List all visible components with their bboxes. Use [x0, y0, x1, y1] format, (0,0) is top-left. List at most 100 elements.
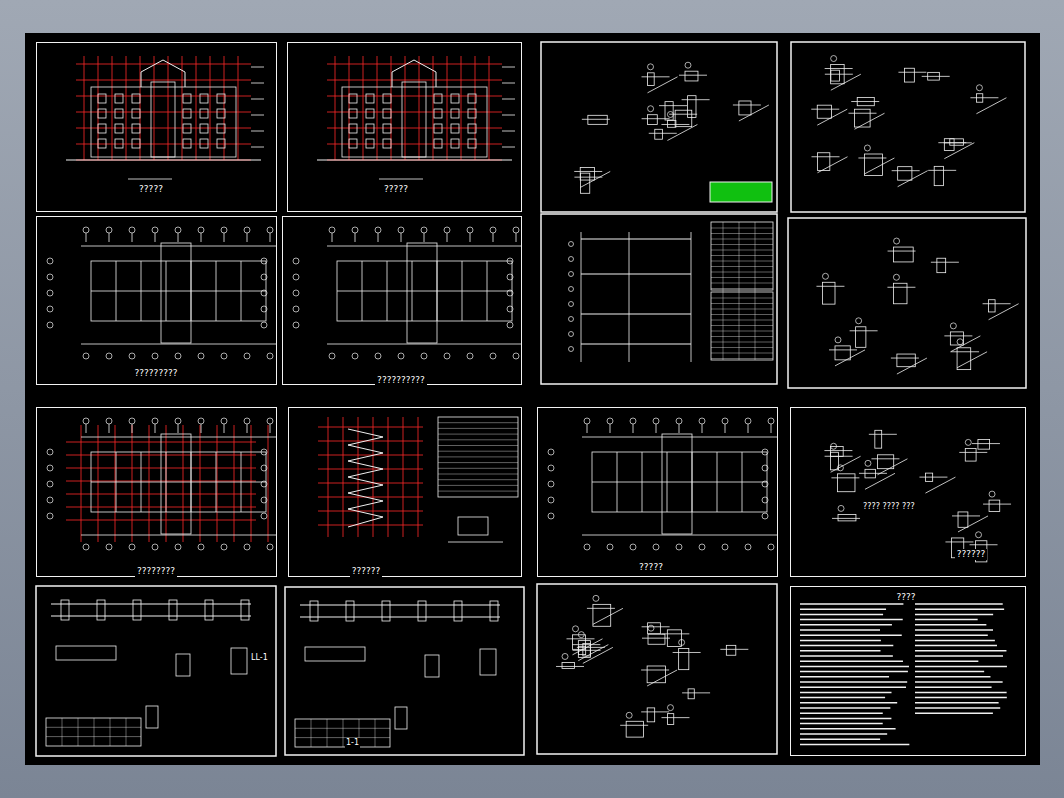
cad-line — [516, 233, 517, 242]
cad-circle — [267, 227, 273, 233]
cad-circle — [444, 227, 450, 233]
cad-line — [641, 711, 669, 712]
cad-rect — [877, 455, 893, 469]
cad-circle — [893, 274, 899, 280]
cad-line — [126, 56, 127, 160]
green-block — [710, 182, 772, 202]
cad-line — [379, 179, 423, 180]
cad-line — [831, 477, 859, 478]
cad-circle — [507, 322, 513, 328]
cad-rect — [817, 105, 831, 118]
cad-circle — [106, 418, 112, 424]
cad-line — [196, 56, 197, 160]
cad-line — [915, 645, 997, 647]
cad-line — [748, 424, 749, 433]
cad-rect — [366, 94, 374, 103]
cad-line — [327, 719, 328, 747]
cad-circle — [865, 460, 871, 466]
cad-circle — [421, 227, 427, 233]
cad-circle — [47, 290, 53, 296]
cad-line — [739, 222, 740, 360]
cad-line — [337, 291, 512, 292]
cad-line — [831, 456, 861, 472]
cad-rect — [451, 124, 459, 133]
cad-rect — [366, 139, 374, 148]
cad-rect — [726, 645, 735, 655]
cad-rect — [580, 167, 594, 180]
cad-rect — [305, 647, 365, 661]
cad-line — [711, 298, 773, 299]
cad-rect — [349, 109, 357, 118]
cad-rect — [458, 517, 488, 535]
cad-circle — [198, 227, 204, 233]
cad-line — [577, 647, 605, 648]
cad-rect — [965, 448, 976, 461]
cad-line — [642, 626, 670, 627]
cad-line — [811, 109, 839, 110]
cad-line — [711, 353, 773, 354]
cad-line — [300, 604, 500, 605]
cad-line — [739, 105, 769, 121]
cad-line — [493, 233, 494, 242]
cad-line — [915, 671, 984, 673]
cad-circle — [261, 513, 267, 519]
cad-circle — [957, 339, 963, 345]
cad-line — [377, 56, 378, 160]
drawing-label: ???? ???? ??? — [862, 502, 916, 512]
cad-line — [817, 109, 847, 125]
cad-rect — [978, 440, 990, 450]
cad-line — [800, 666, 909, 668]
cad-line — [438, 434, 518, 435]
cad-rect — [151, 82, 175, 157]
cad-rect — [349, 94, 357, 103]
gable — [141, 60, 185, 87]
cad-circle — [261, 258, 267, 264]
cad-rect — [91, 87, 236, 157]
cad-rect — [647, 708, 654, 722]
cad-line — [502, 115, 515, 116]
cad-rect — [937, 258, 946, 272]
cad-line — [983, 303, 1011, 304]
cad-circle — [261, 290, 267, 296]
cad-line — [132, 233, 133, 242]
cad-circle — [129, 544, 135, 550]
cad-line — [656, 424, 657, 433]
cad-line — [217, 425, 218, 542]
cad-circle — [573, 626, 579, 632]
cad-rect — [407, 243, 437, 343]
cad-rect — [856, 327, 866, 348]
cad-line — [438, 491, 518, 492]
cad-circle — [607, 418, 613, 424]
cad-circle — [569, 317, 574, 322]
cad-rect — [349, 124, 357, 133]
cad-line — [251, 147, 264, 148]
cad-rect — [648, 623, 661, 634]
cad-line — [711, 325, 773, 326]
cad-line — [915, 624, 986, 626]
cad-circle — [421, 353, 427, 359]
cad-line — [800, 733, 887, 735]
cad-rect — [818, 153, 830, 171]
cad-circle — [106, 227, 112, 233]
cad-circle — [175, 418, 181, 424]
cad-rect — [665, 102, 673, 120]
cad-line — [711, 283, 773, 284]
cad-rect — [366, 124, 374, 133]
cad-line — [251, 131, 264, 132]
cad-line — [438, 445, 518, 446]
cad-line — [711, 255, 773, 256]
cad-circle — [221, 227, 227, 233]
cad-line — [81, 246, 276, 247]
drawing-label: 1-1 — [345, 738, 360, 748]
cad-circle — [106, 353, 112, 359]
cad-line — [849, 113, 877, 114]
cad-line — [295, 728, 390, 729]
cad-rect — [468, 109, 476, 118]
cad-circle — [569, 257, 574, 262]
cad-circle — [626, 712, 632, 718]
cad-line — [438, 468, 518, 469]
cad-line — [871, 458, 899, 459]
cad-line — [178, 424, 179, 433]
cad-circle — [47, 497, 53, 503]
cad-line — [155, 424, 156, 433]
